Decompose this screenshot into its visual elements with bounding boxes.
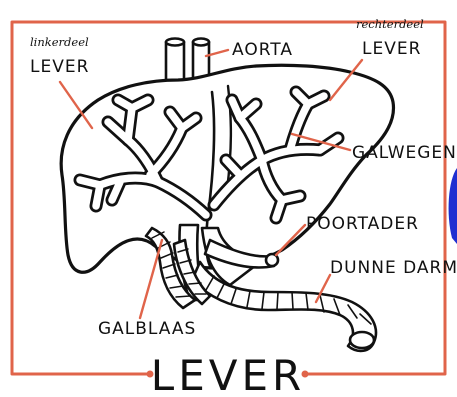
intestine-opening — [350, 332, 374, 348]
bile-ducts-label: GALWEGEN — [352, 143, 457, 163]
right-lobe-label-main: LEVER — [362, 39, 421, 59]
portal-vein-label: POORTADER — [306, 214, 419, 234]
edge-blue-mark — [449, 168, 457, 244]
small-intestine-label: DUNNE DARM — [330, 258, 457, 278]
diagram-title: LEVER — [151, 351, 305, 397]
left-lobe-label-main: LEVER — [30, 57, 89, 77]
aorta-label: AORTA — [232, 40, 293, 60]
gallbladder-label: GALBLAAS — [98, 319, 196, 339]
right-lobe-label-small: rechterdeel — [356, 17, 424, 31]
pointer-gallbladder — [140, 240, 162, 318]
left-lobe-label-small: linkerdeel — [30, 35, 89, 49]
